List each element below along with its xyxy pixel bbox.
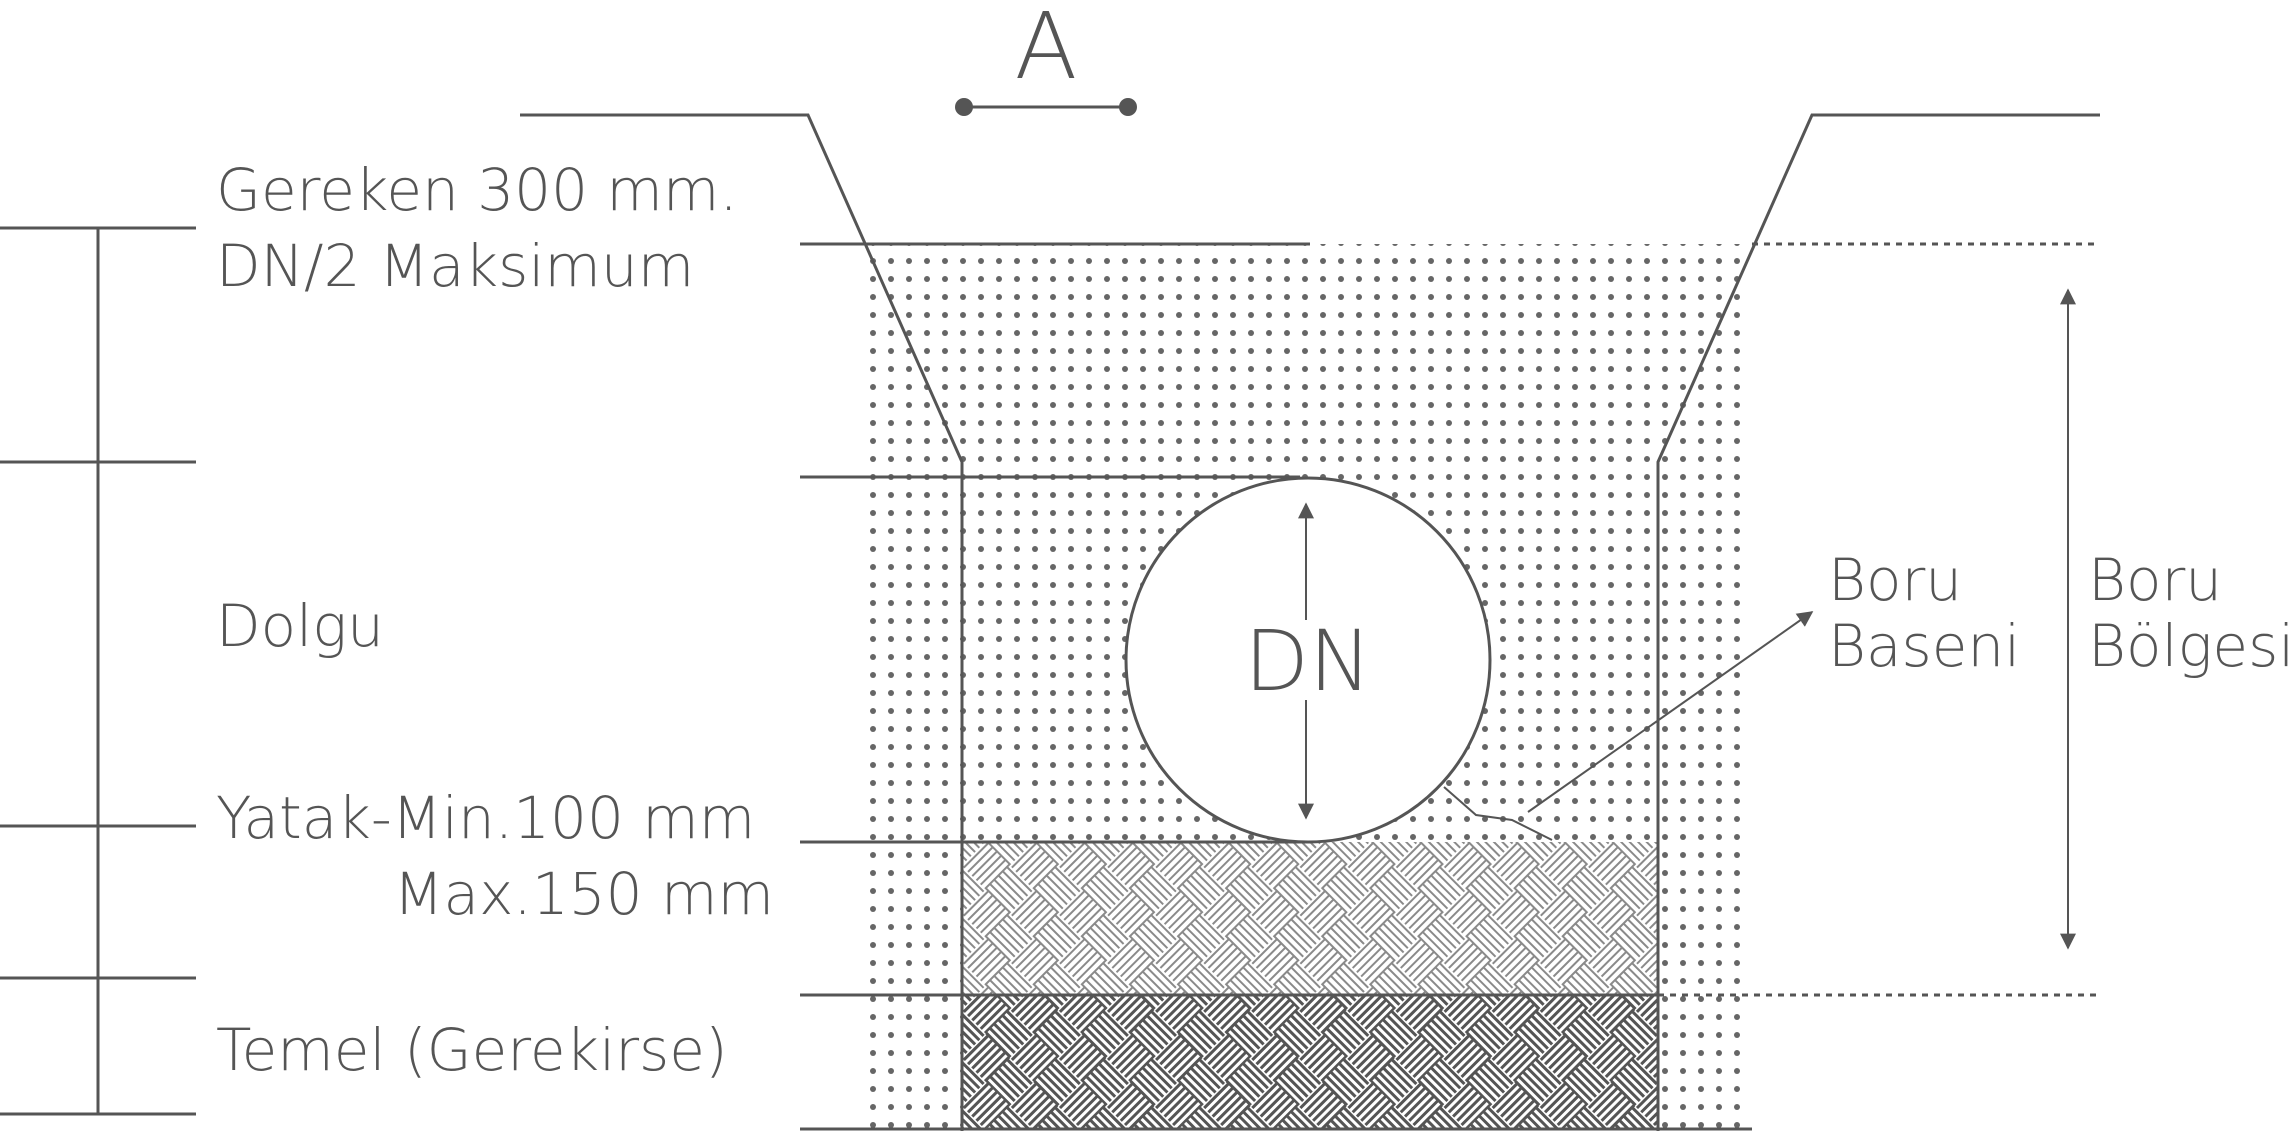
section-label: A xyxy=(1015,0,1078,100)
bed-label-line1: Yatak-Min.100 mm xyxy=(216,784,755,852)
section-dot-right xyxy=(1119,98,1137,116)
fill-label: Dolgu xyxy=(216,592,384,660)
pipe-zone-label-line2: Bölgesi xyxy=(2088,612,2289,680)
bed-label-line2: Max.150 mm xyxy=(394,860,774,928)
cover-label-line1: Gereken 300 mm. xyxy=(216,156,738,224)
pipe-zone-label-line1: Boru xyxy=(2088,546,2222,614)
haunch-label-line2: Baseni xyxy=(1828,612,2020,680)
bedding-zone xyxy=(962,842,1658,995)
trench-left-wall xyxy=(520,113,964,1131)
trench-right-wall xyxy=(1656,113,2100,1131)
pipe-diameter-label: DN xyxy=(1244,612,1372,710)
foundation-label: Temel (Gerekirse) xyxy=(216,1016,728,1084)
cover-label-line2: DN/2 Maksimum xyxy=(216,232,694,300)
haunch-arrow xyxy=(1527,611,1814,813)
haunch-label-line1: Boru xyxy=(1828,546,1962,614)
haunch-leader xyxy=(1443,786,1553,841)
section-dot-left xyxy=(955,98,973,116)
foundation-zone xyxy=(962,995,1658,1129)
